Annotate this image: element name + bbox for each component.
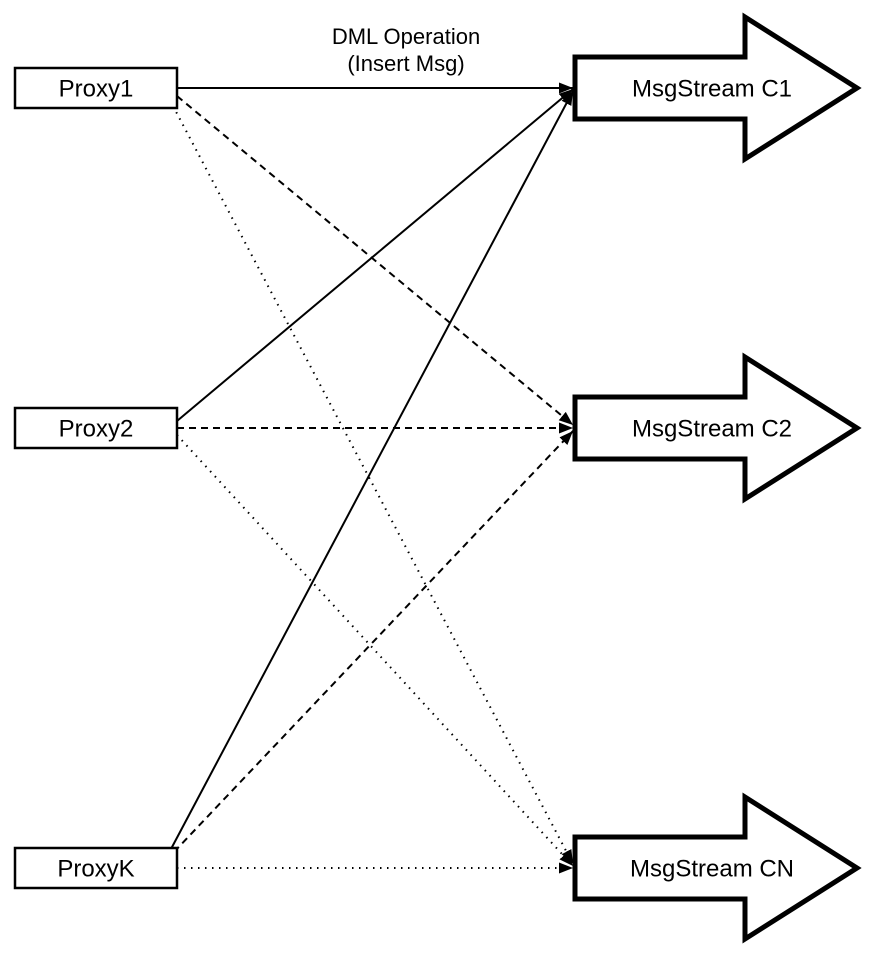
proxyk-node: ProxyK [13, 846, 179, 890]
msgstream-c1-node: MsgStream C1 [572, 12, 862, 164]
edges [170, 82, 574, 874]
proxy2-box [13, 406, 179, 450]
edge-proxy1-msgstream-c2 [176, 95, 574, 426]
diagram-title: DML Operation (Insert Msg) [332, 24, 480, 76]
proxy1-box [13, 66, 179, 110]
edge-proxyk-msgstream-c1 [170, 90, 574, 850]
msgstream-cn-label: MsgStream CN [630, 856, 794, 883]
msgstream-c2-arrow [572, 352, 862, 504]
msgstream-c2-label: MsgStream C2 [632, 416, 792, 443]
msgstream-c2-node: MsgStream C2 [572, 352, 862, 504]
msgstream-c1-arrow [572, 12, 862, 164]
proxyk-label: ProxyK [57, 856, 134, 883]
proxy2-node: Proxy2 [13, 406, 179, 450]
edge-proxy2-msgstream-cn [176, 434, 574, 867]
diagram-title-line1: DML Operation [332, 24, 480, 49]
proxyk-box [13, 846, 179, 890]
proxy1-label: Proxy1 [59, 76, 134, 103]
diagram-title-line2: (Insert Msg) [347, 51, 464, 76]
edge-proxy1-msgstream-cn [172, 105, 574, 865]
msgstream-c1-label: MsgStream C1 [632, 76, 792, 103]
proxy1-node: Proxy1 [13, 66, 179, 110]
edge-proxyk-msgstream-c2 [173, 430, 574, 853]
proxy2-label: Proxy2 [59, 416, 134, 443]
msgstream-cn-arrow [572, 792, 862, 944]
edge-proxy2-msgstream-c1 [176, 88, 574, 422]
msgstream-cn-node: MsgStream CN [572, 792, 862, 944]
